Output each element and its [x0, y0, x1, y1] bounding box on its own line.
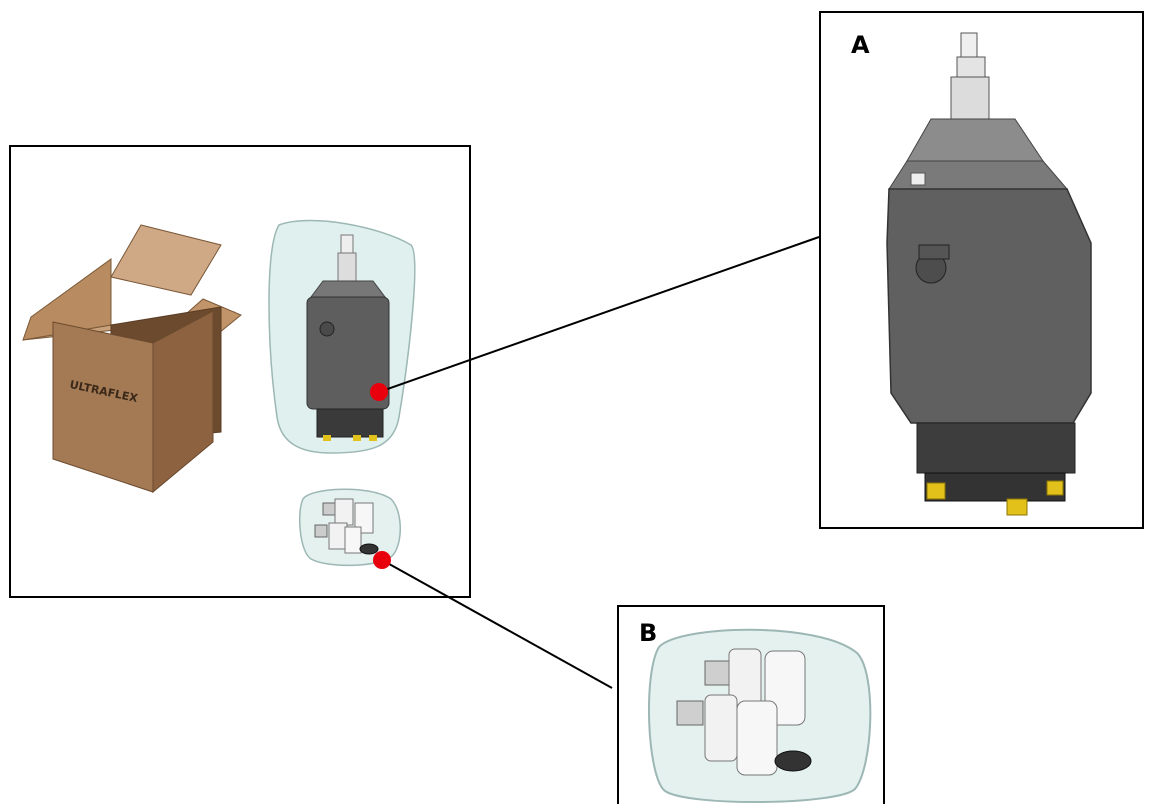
panel-a: A — [819, 11, 1144, 529]
packaged-pump — [268, 219, 416, 454]
panel-a-label: A — [851, 31, 870, 59]
panel-b-label: B — [639, 619, 658, 647]
panel-b: B — [617, 605, 885, 804]
pump-illustration — [886, 32, 1092, 516]
cardboard-box: ULTRAFLEX — [22, 224, 242, 494]
main-panel: ULTRAFLEX — [9, 145, 471, 598]
packaged-fittings — [298, 488, 401, 567]
main-illustration: ULTRAFLEX — [22, 219, 416, 567]
fittings-illustration — [648, 628, 872, 804]
